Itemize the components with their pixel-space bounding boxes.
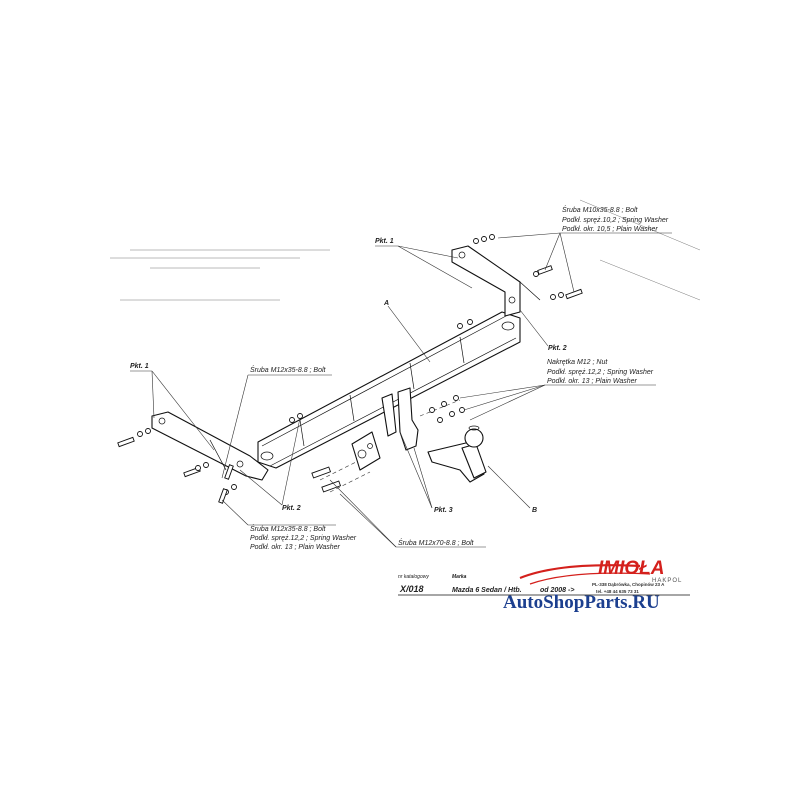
assembly-axes <box>319 399 461 493</box>
hardware-left <box>117 413 303 504</box>
leader-lines <box>130 232 672 548</box>
label-part-a: A <box>383 300 389 307</box>
callout-text-line: Podkł. okr. 13 ; Plain Washer <box>250 544 341 551</box>
vehicle-model: Mazda 6 Sedan / Htb. <box>452 587 522 594</box>
right-side-bracket <box>451 245 541 317</box>
catalog-code: X/018 <box>399 584 424 594</box>
left-side-bracket <box>151 411 269 481</box>
main-crossbar <box>257 311 521 469</box>
callout-text-line: Podkł. okr. 13 ; Plain Washer <box>547 378 638 385</box>
callout-text-line: Podkł. spręż.10,2 ; Spring Washer <box>562 217 669 224</box>
hardware-center <box>311 395 465 493</box>
label-pkt2-left: Pkt. 2 <box>282 505 301 512</box>
callout-bolt-m12-bottom: Śruba M12x35-8.8 ; Bolt Podkł. spręż.12,… <box>250 524 357 551</box>
brand-swoosh-icon <box>519 564 641 580</box>
callout-bolt-m12-top: Śruba M12x35-8.8 ; Bolt <box>250 365 327 374</box>
callout-bolt-m10: Śruba M10x35-8.8 ; Bolt Podkł. spręż.10,… <box>562 205 669 233</box>
callout-bolt-m12x70: Śruba M12x70-8.8 ; Bolt <box>398 538 475 547</box>
ball-mount-plate <box>351 431 381 471</box>
callout-text-line: Podkł. okr. 10,5 ; Plain Washer <box>562 226 658 233</box>
callout-text-line: Podkł. spręż.12,2 ; Spring Washer <box>250 535 357 542</box>
watermark-text: AutoShopParts.RU <box>503 592 660 613</box>
label-pkt2-right: Pkt. 2 <box>548 345 567 352</box>
callout-text-line: Śruba M12x35-8.8 ; Bolt <box>250 524 327 533</box>
brand-phone: tel. +48 44 635 73 31 <box>596 589 639 594</box>
label-pkt3: Pkt. 3 <box>434 507 453 514</box>
make-label: Marka <box>452 574 467 580</box>
label-pkt1-left: Pkt. 1 <box>130 363 149 370</box>
background-reference-lines <box>110 199 701 301</box>
callout-text-line: Śruba M12x70-8.8 ; Bolt <box>398 538 475 547</box>
label-pkt1-right: Pkt. 1 <box>375 238 394 245</box>
callout-text-line: Śruba M10x35-8.8 ; Bolt <box>562 205 639 214</box>
center-drop-bracket <box>381 387 419 451</box>
title-block: nr katalogowy Marka X/018 Mazda 6 Sedan … <box>398 574 690 596</box>
brand-address: PL-338 Dąbrówka, Chopinów 23 A <box>592 582 665 587</box>
callout-text-line: Nakrętka M12 ; Nut <box>547 359 608 366</box>
tow-ball <box>427 425 487 483</box>
vehicle-year: od 2008 -> <box>540 587 574 594</box>
callout-text-line: Podkł. spręż.12,2 ; Spring Washer <box>547 369 654 376</box>
label-part-b: B <box>532 507 537 514</box>
catalog-label: nr katalogowy <box>398 574 429 580</box>
callout-text-line: Śruba M12x35-8.8 ; Bolt <box>250 365 327 374</box>
brand-name: IMIOŁA <box>598 558 665 579</box>
part-labels: Pkt. 1 Pkt. 1 Pkt. 2 Pkt. 2 Pkt. 3 A B <box>130 238 567 514</box>
watermark: AutoShopParts.RU <box>503 592 660 613</box>
brand-sub: HAKPOL <box>652 578 682 584</box>
callout-nut-m12: Nakrętka M12 ; Nut Podkł. spręż.12,2 ; S… <box>547 359 654 385</box>
brand-logo: IMIOŁA HAKPOL PL-338 Dąbrówka, Chopinów … <box>519 558 682 594</box>
